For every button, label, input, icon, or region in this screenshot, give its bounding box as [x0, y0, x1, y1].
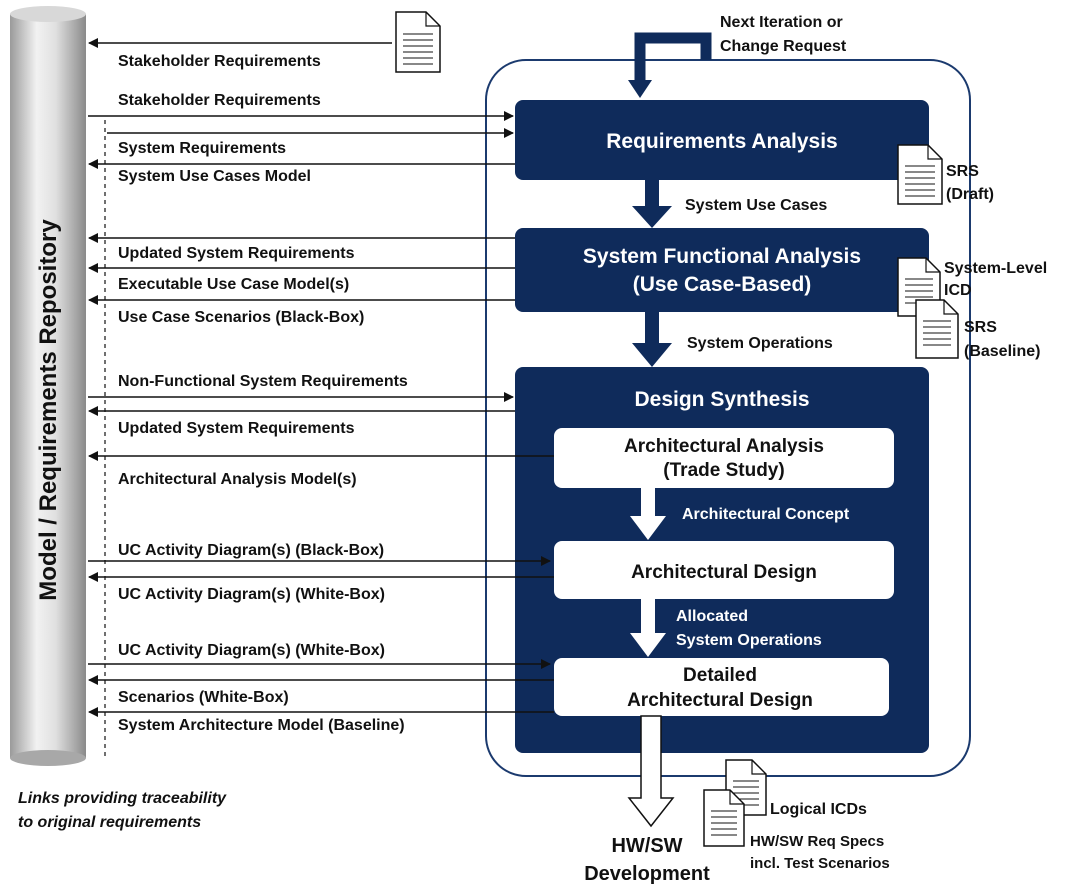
artifact-label: System Architecture Model (Baseline) [118, 717, 405, 734]
artifact-label: Use Case Scenarios (Black-Box) [118, 309, 364, 326]
next-iteration-line1: Next Iteration or [720, 14, 843, 31]
flow-label-architectural-concept: Architectural Concept [682, 506, 850, 523]
artifact-label: Updated System Requirements [118, 420, 355, 437]
flow-arrow-ad-dd [630, 599, 666, 657]
detailed-design-box [554, 658, 889, 716]
traceability-note-line1: Links providing traceability [18, 790, 227, 807]
repository-label: Model / Requirements Repository [35, 219, 62, 601]
document-icon [703, 789, 745, 847]
hwsw-spec-line2: incl. Test Scenarios [750, 855, 890, 872]
artifact-label: Updated System Requirements [118, 245, 355, 262]
icd-line1: System-Level [944, 260, 1047, 277]
output-arrow [627, 715, 675, 828]
flow-arrow-aa-ad [630, 488, 666, 540]
hwsw-spec-line1: HW/SW Req Specs [750, 833, 884, 850]
traceability-note-line2: to original requirements [18, 814, 201, 831]
output-line2: Development [584, 863, 710, 885]
artifact-label: System Requirements [118, 140, 286, 157]
system-functional-analysis-box [515, 228, 929, 312]
flow-arrow-sfa-ds [632, 312, 672, 367]
artifact-label: Stakeholder Requirements [118, 53, 321, 70]
output-line1: HW/SW [611, 835, 682, 857]
repository-cylinder: Model / Requirements Repository [10, 6, 86, 766]
flow-label-allocated-line2: System Operations [676, 632, 822, 649]
architectural-design-title: Architectural Design [631, 562, 817, 583]
requirements-analysis-box [515, 100, 929, 180]
srs-draft-line2: (Draft) [946, 186, 994, 203]
system-functional-analysis-subtitle: (Use Case-Based) [633, 273, 812, 296]
artifact-label: UC Activity Diagram(s) (White-Box) [118, 642, 385, 659]
requirements-analysis-title: Requirements Analysis [606, 130, 837, 153]
artifact-label: Stakeholder Requirements [118, 92, 321, 109]
next-iteration-arrow [628, 32, 712, 98]
document-icon [915, 299, 959, 359]
logical-icds-label: Logical ICDs [770, 801, 867, 818]
srs-draft-line1: SRS [946, 163, 979, 180]
document-icon [395, 11, 441, 73]
artifact-label: Executable Use Case Model(s) [118, 276, 349, 293]
srs-baseline-line1: SRS [964, 319, 997, 336]
artifact-label: System Use Cases Model [118, 168, 311, 185]
design-synthesis-title: Design Synthesis [634, 388, 809, 411]
connector-arrows [88, 38, 554, 717]
artifact-label: UC Activity Diagram(s) (Black-Box) [118, 542, 384, 559]
detailed-design-title: Detailed [683, 665, 757, 686]
architectural-analysis-title: Architectural Analysis [624, 436, 824, 457]
detailed-design-subtitle: Architectural Design [627, 690, 813, 711]
architectural-design-box [554, 541, 894, 599]
next-iteration-line2: Change Request [720, 38, 847, 55]
artifact-label: UC Activity Diagram(s) (White-Box) [118, 586, 385, 603]
artifact-label: Non-Functional System Requirements [118, 373, 408, 390]
document-icon [897, 144, 943, 205]
architectural-analysis-box [554, 428, 894, 488]
icd-line2: ICD [944, 282, 972, 299]
flow-label-system-use-cases: System Use Cases [685, 197, 827, 214]
srs-baseline-line2: (Baseline) [964, 343, 1040, 360]
artifact-label: Scenarios (White-Box) [118, 689, 289, 706]
flow-arrow-rqa-sfa [632, 180, 672, 228]
flow-label-allocated-line1: Allocated [676, 608, 748, 625]
architectural-analysis-subtitle: (Trade Study) [663, 460, 784, 481]
system-functional-analysis-title: System Functional Analysis [583, 245, 861, 268]
artifact-label: Architectural Analysis Model(s) [118, 471, 357, 488]
flow-label-system-operations: System Operations [687, 335, 833, 352]
